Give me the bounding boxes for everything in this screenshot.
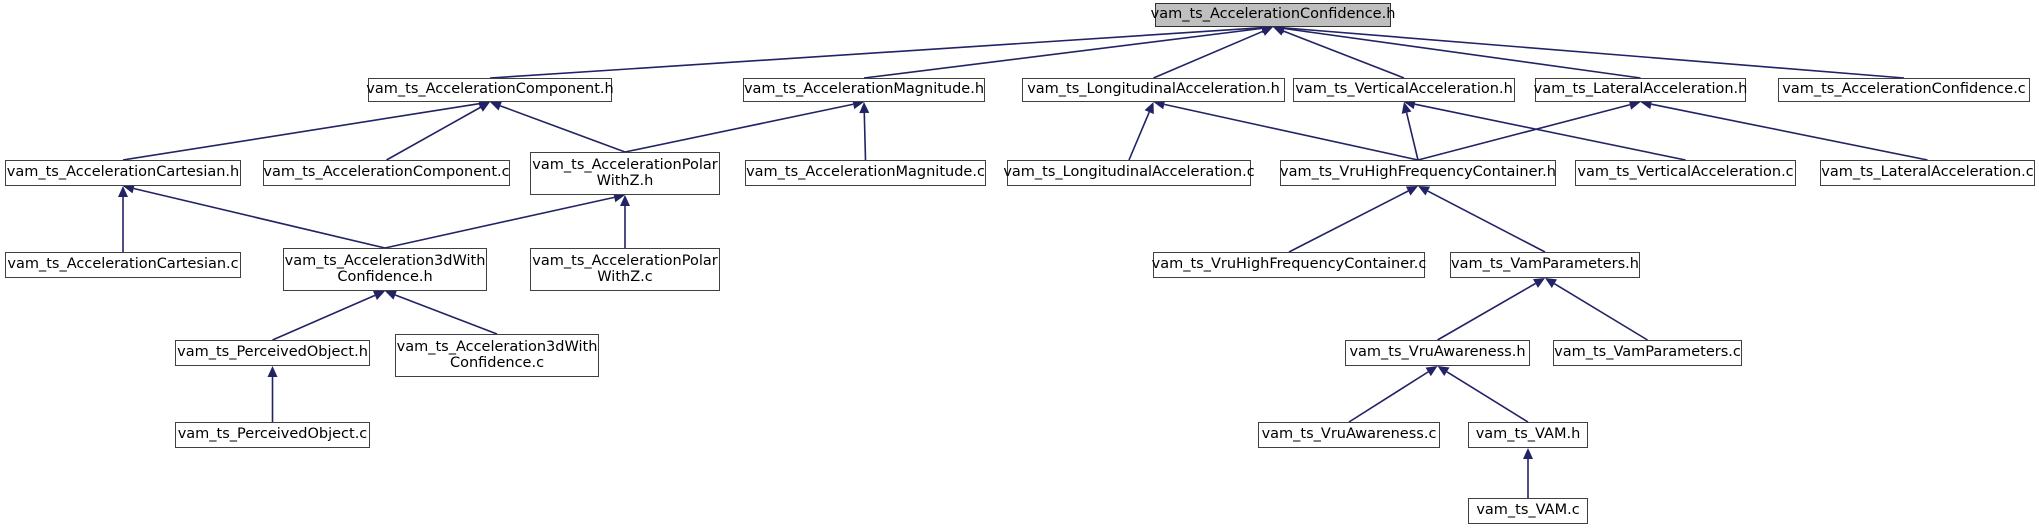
graph-edge (489, 26, 1263, 79)
graph-node[interactable]: vam_ts_AccelerationPolar WithZ.h (530, 152, 720, 195)
graph-edge (384, 196, 615, 249)
graph-edge (272, 294, 376, 341)
graph-node[interactable]: vam_ts_VruAwareness.c (1258, 422, 1440, 448)
graph-node[interactable]: vam_ts_VerticalAcceleration.h (1293, 78, 1515, 102)
graph-node[interactable]: vam_ts_VAM.h (1468, 422, 1588, 448)
graph-edge (1348, 371, 1429, 423)
graph-edge (1153, 30, 1264, 79)
graph-node[interactable]: vam_ts_AccelerationMagnitude.c (745, 160, 986, 186)
graph-edge (1417, 104, 1631, 161)
graph-node[interactable]: vam_ts_LateralAcceleration.c (1820, 160, 2035, 186)
graph-edge (624, 103, 854, 153)
graph-node[interactable]: vam_ts_PerceivedObject.h (175, 340, 370, 366)
graph-node[interactable]: vam_ts_AccelerationMagnitude.h (743, 78, 985, 102)
graph-edge (1164, 103, 1419, 161)
graph-node[interactable]: vam_ts_VruAwareness.h (1345, 340, 1530, 366)
graph-edge (1437, 282, 1536, 341)
graph-edge-arrowhead (1401, 102, 1412, 114)
graph-node[interactable]: vam_ts_LateralAcceleration.h (1534, 78, 1747, 102)
graph-edge-arrowhead (372, 290, 385, 300)
graph-edge (1283, 27, 1641, 79)
graph-edge-arrowhead (1273, 26, 1286, 36)
graph-edge (122, 102, 480, 161)
graph-edge-arrowhead (1437, 366, 1450, 377)
graph-edge (1282, 30, 1405, 79)
graph-node[interactable]: vam_ts_LongitudinalAcceleration.h (1022, 78, 1285, 102)
graph-node[interactable]: vam_ts_Acceleration3dWith Confidence.c (395, 334, 599, 377)
graph-edge-arrowhead (1144, 102, 1154, 115)
graph-edge-arrowhead (859, 102, 870, 114)
graph-node[interactable]: vam_ts_Acceleration3dWith Confidence.h (283, 248, 487, 291)
graph-node[interactable]: vam_ts_AccelerationComponent.h (366, 78, 614, 102)
graph-edge-arrowhead (477, 102, 490, 112)
graph-edge (1283, 27, 1905, 79)
graph-node[interactable]: vam_ts_AccelerationConfidence.h (1151, 3, 1395, 27)
graph-edge-arrowhead (490, 101, 503, 111)
graph-node[interactable]: vam_ts_VruHighFrequencyContainer.c (1152, 252, 1426, 278)
graph-edge-arrowhead (1425, 366, 1438, 377)
graph-edge-arrowhead (1532, 278, 1545, 288)
graph-edge-arrowhead (385, 290, 398, 300)
graph-node[interactable]: vam_ts_VamParameters.c (1553, 340, 1742, 366)
graph-node[interactable]: vam_ts_AccelerationComponent.c (263, 160, 510, 186)
graph-edge-arrowhead (1260, 26, 1273, 36)
graph-edge (386, 106, 481, 161)
graph-node[interactable]: vam_ts_AccelerationConfidence.c (1778, 78, 2030, 102)
graph-node[interactable]: vam_ts_VruHighFrequencyContainer.h (1280, 160, 1556, 186)
graph-edge-arrowhead (118, 186, 128, 197)
graph-node[interactable]: vam_ts_VerticalAcceleration.c (1575, 160, 1796, 186)
graph-node[interactable]: vam_ts_LongitudinalAcceleration.c (1003, 160, 1255, 186)
graph-edge (500, 105, 626, 153)
graph-edge (133, 187, 386, 249)
graph-edge (1446, 371, 1529, 423)
graph-edge (1405, 112, 1419, 161)
graph-edge-arrowhead (620, 195, 630, 206)
graph-node[interactable]: vam_ts_PerceivedObject.c (175, 422, 370, 448)
graph-edge (1128, 111, 1150, 161)
graph-node[interactable]: vam_ts_AccelerationCartesian.h (5, 160, 241, 186)
graph-edge-arrowhead (267, 366, 278, 377)
graph-node[interactable]: vam_ts_AccelerationCartesian.c (5, 252, 241, 278)
graph-edge (1553, 283, 1648, 341)
graph-edge (1288, 190, 1409, 253)
graph-edge (863, 112, 867, 161)
graph-edge (863, 27, 1263, 79)
graph-node[interactable]: vam_ts_VAM.c (1468, 498, 1588, 524)
graph-edge-arrowhead (1418, 186, 1431, 196)
graph-edge-arrowhead (1405, 186, 1418, 196)
graph-edge (394, 294, 498, 335)
graph-node[interactable]: vam_ts_AccelerationPolar WithZ.c (530, 248, 720, 291)
graph-edge-arrowhead (1523, 448, 1533, 459)
graph-edge (1651, 103, 1928, 161)
graph-edge-arrowhead (1545, 278, 1557, 288)
graph-edge (1414, 103, 1686, 161)
graph-node[interactable]: vam_ts_VamParameters.h (1450, 252, 1640, 278)
graph-edge (1427, 190, 1546, 253)
